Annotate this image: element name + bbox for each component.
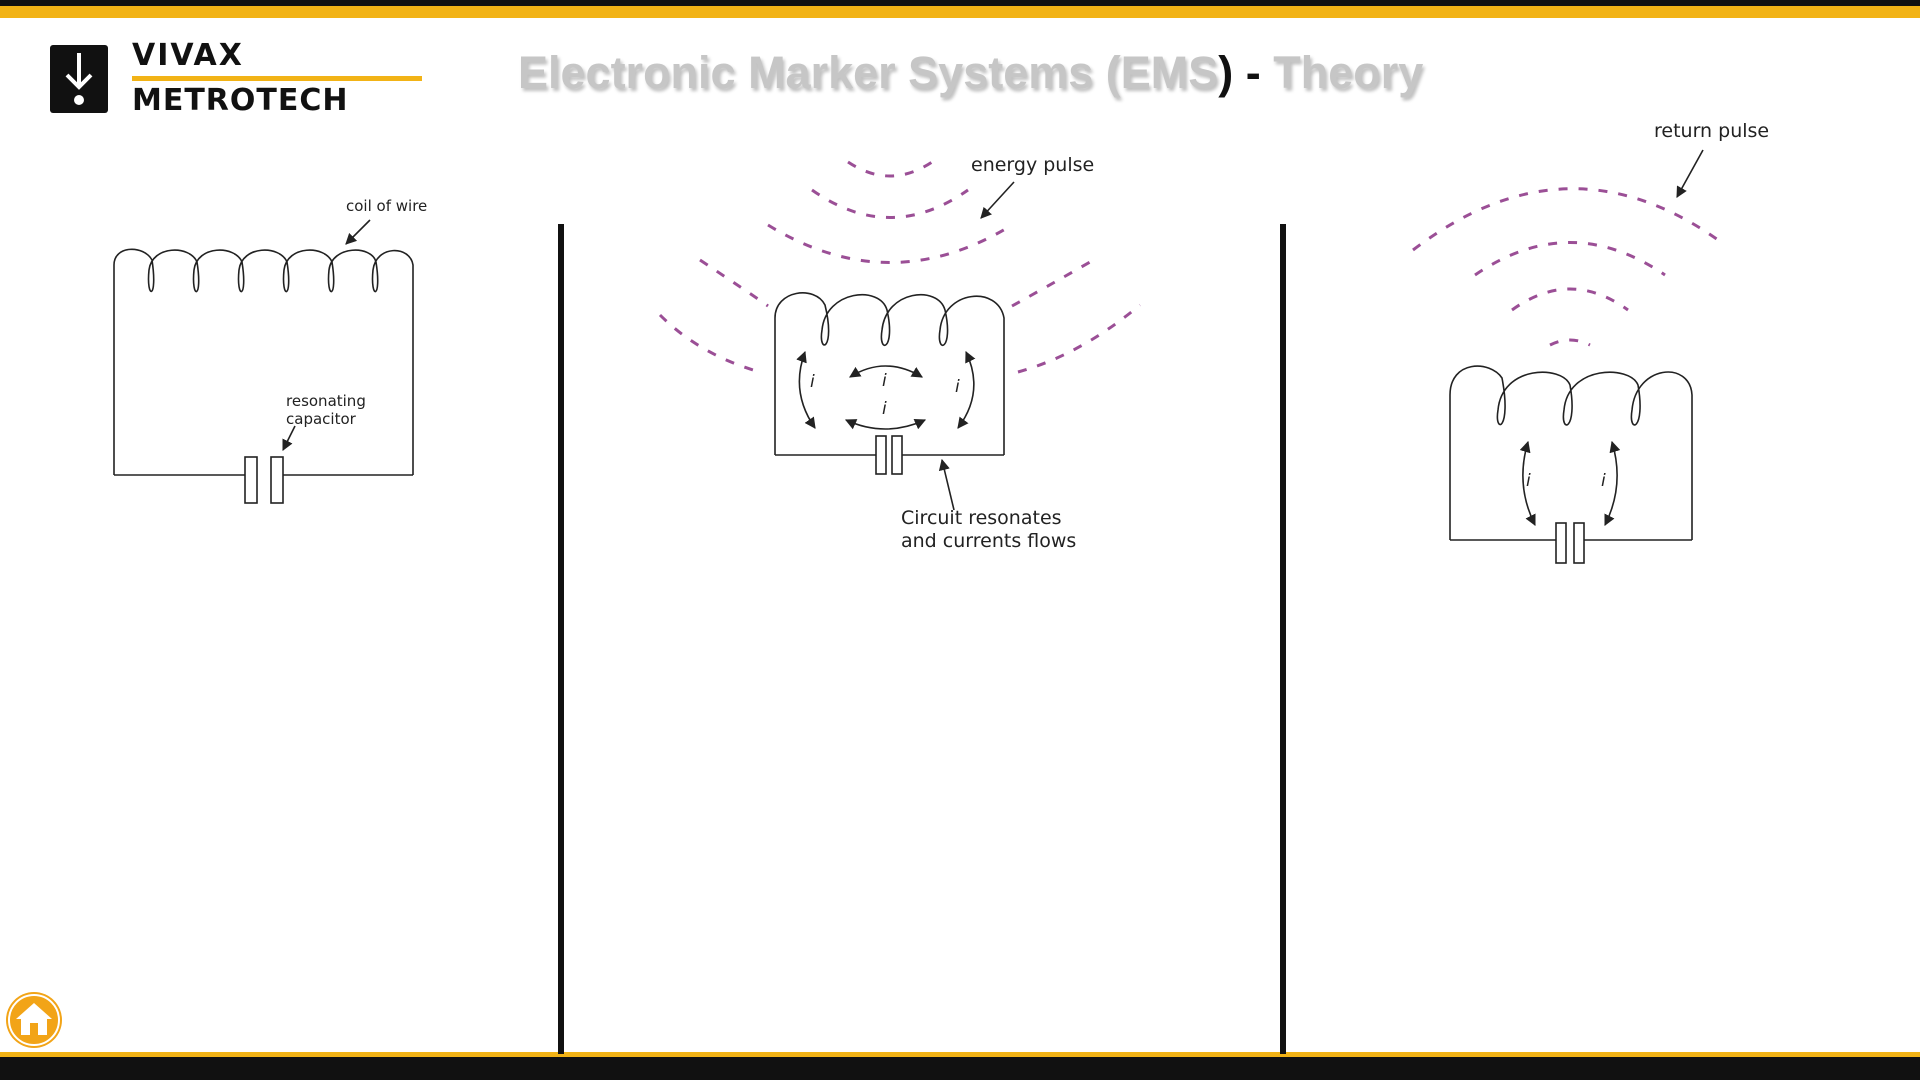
current-symbol-right: i: [955, 378, 960, 398]
energy-pulse-label: energy pulse: [971, 155, 1094, 177]
right-capacitor-plate-1: [1556, 523, 1566, 563]
right-circuit: [1450, 150, 1703, 563]
right-capacitor-plate-2: [1574, 523, 1584, 563]
coil-label-arrow: [346, 220, 370, 244]
capacitor-label-line2: capacitor: [286, 411, 356, 428]
right-current-arrow-right: [1605, 442, 1617, 525]
right-current-symbol-left: i: [1526, 472, 1531, 492]
current-arrow-right: [958, 352, 974, 428]
left-circuit: [114, 220, 413, 503]
right-return-pulse-waves: [1413, 189, 1725, 345]
return-pulse-label-arrow: [1677, 150, 1703, 197]
capacitor-label-line1: resonating: [286, 393, 366, 410]
circuit-label-arrow: [942, 460, 954, 510]
middle-energy-pulse-waves: [660, 162, 1140, 372]
return-pulse-label: return pulse: [1654, 121, 1769, 143]
current-symbol-bottom: i: [882, 400, 887, 420]
home-button[interactable]: [6, 992, 62, 1048]
home-icon: [6, 992, 62, 1048]
left-capacitor-plate-2: [271, 457, 283, 503]
right-current-symbol-right: i: [1601, 472, 1606, 492]
coil-of-wire-label: coil of wire: [346, 198, 427, 215]
middle-circuit: [775, 182, 1014, 510]
capacitor-label-arrow: [283, 426, 295, 450]
circuit-resonates-label-line2: and currents flows: [901, 531, 1076, 553]
circuit-resonates-label-line1: Circuit resonates: [901, 508, 1062, 530]
middle-capacitor-plate-2: [892, 436, 902, 474]
right-coil: [1450, 366, 1692, 540]
energy-pulse-label-arrow: [981, 182, 1014, 218]
left-coil: [114, 249, 413, 475]
current-symbol-top: i: [882, 372, 887, 392]
current-arrow-bottom: [846, 420, 925, 429]
current-symbol-left: i: [810, 373, 815, 393]
left-capacitor-plate-1: [245, 457, 257, 503]
middle-capacitor-plate-1: [876, 436, 886, 474]
